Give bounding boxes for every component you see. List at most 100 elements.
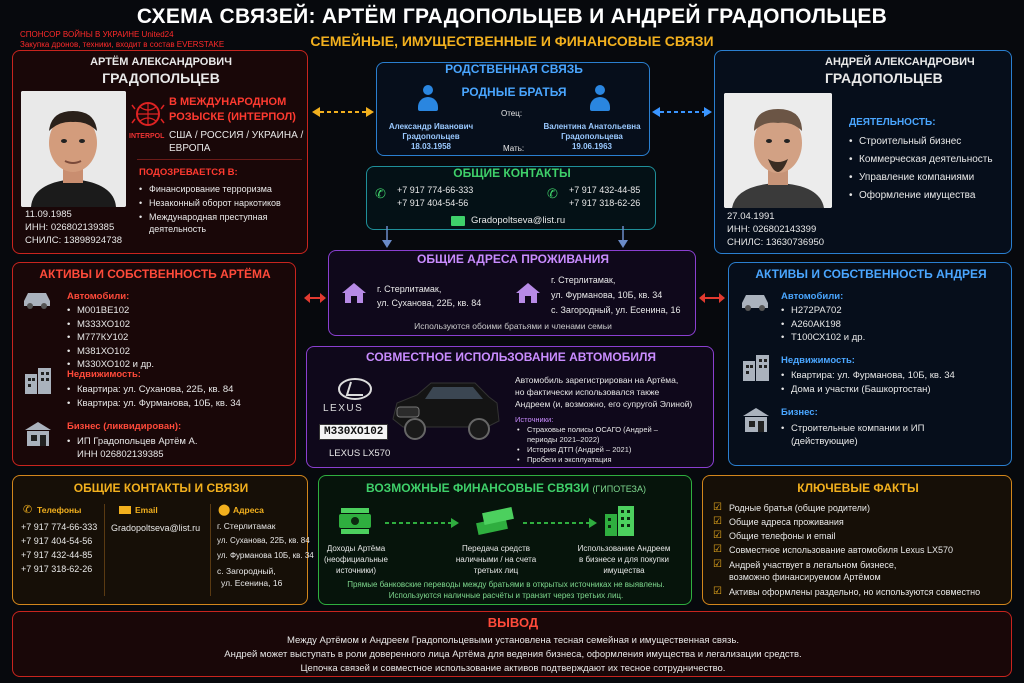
home-icon	[341, 282, 367, 309]
finance-step-2: третьих лиц	[473, 566, 519, 575]
artem-countries-2: ЕВРОПА	[169, 143, 211, 154]
finance-note: Прямые банковские переводы между братьям…	[347, 580, 665, 589]
shared-phone: +7 917 318-62-26	[21, 564, 93, 574]
artem-divider	[137, 159, 302, 160]
realty-item: Квартира: ул. Суханова, 22Б, кв. 84	[67, 383, 241, 397]
car-plate: М333ХО102	[67, 318, 154, 332]
car-plate: М001ВЕ102	[67, 304, 154, 318]
artem-snils: СНИЛС: 13898924738	[25, 235, 123, 246]
suspected-item-cont: деятельность	[149, 224, 207, 234]
shared-title: ОБЩИЕ КОНТАКТЫ И СВЯЗИ	[73, 481, 249, 495]
finance-step-3: имущества	[603, 566, 645, 575]
biz-item: Строительные компании и ИП	[781, 422, 924, 436]
contact-phone: +7 917 432-44-85	[569, 185, 641, 195]
car-desc: Автомобиль зарегистрирован на Артёма,	[515, 375, 679, 385]
sources-list: Страховые полисы ОСАГО (Андрей –	[517, 425, 658, 435]
biz-item: ИП Градопольцев Артём А.	[67, 435, 198, 449]
car-icon	[739, 291, 771, 316]
car-title: СОВМЕСТНОЕ ИСПОЛЬЗОВАНИЕ АВТОМОБИЛЯ	[365, 350, 657, 364]
contacts-title: ОБЩИЕ КОНТАКТЫ	[453, 166, 571, 180]
assets-andrey-cars-title: Автомобили:	[781, 291, 844, 302]
flow-arrow-1	[385, 518, 459, 528]
activity-item: Оформление имущества	[849, 187, 993, 205]
assets-artem-biz-list: ИП Градопольцев Артём А.	[67, 435, 198, 449]
lexus-car-image	[387, 373, 503, 445]
activity-item: Коммерческая деятельность	[849, 151, 993, 169]
arrow-down-right	[618, 226, 628, 248]
addresses-box: ОБЩИЕ АДРЕСА ПРОЖИВАНИЯ г. Стерлитамак, …	[328, 250, 696, 336]
kinship-title: РОДСТВЕННАЯ СВЯЗЬ	[445, 62, 583, 76]
contact-phone: +7 917 404-54-56	[397, 198, 469, 208]
assets-andrey-biz-title: Бизнес:	[781, 407, 818, 418]
biz-inn: ИНН 026802139385	[77, 449, 164, 460]
cash-icon	[475, 504, 515, 541]
arrow-kinship-andrey	[652, 107, 712, 117]
artem-dob: 11.09.1985	[25, 209, 72, 220]
arrow-addresses-assets-andrey	[699, 293, 725, 303]
mother-date: 19.06.1963	[571, 142, 613, 151]
car-plate: М777КУ102	[67, 331, 154, 345]
page-subtitle: СЕМЕЙНЫЕ, ИМУЩЕСТВЕННЫЕ И ФИНАНСОВЫЕ СВЯ…	[310, 33, 714, 49]
check-icon: ☑	[713, 586, 722, 597]
address-1-line: ул. Суханова, 22Б, кв. 84	[377, 298, 482, 308]
contacts-box: ОБЩИЕ КОНТАКТЫ ✆ ✆ +7 917 774-66-333 +7 …	[366, 166, 656, 230]
finance-note: Используются наличные расчёты и транзит …	[388, 591, 624, 600]
conclusion-title: ВЫВОД	[487, 615, 539, 630]
address-2-line: с. Загородный, ул. Есенина, 16	[551, 305, 681, 315]
assets-artem-biz-title: Бизнес (ликвидирован):	[67, 421, 182, 432]
suspected-item: Финансирование терроризма	[139, 182, 281, 196]
facts-title: КЛЮЧЕВЫЕ ФАКТЫ	[797, 481, 919, 495]
suspected-list: Финансирование терроризма Незаконный обо…	[139, 182, 281, 224]
shared-phone: +7 917 774-66-333	[21, 522, 98, 532]
phone-icon: ✆	[547, 186, 558, 201]
assets-andrey-realty-list: Квартира: ул. Фурманова, 10Б, кв. 34 Дом…	[781, 369, 955, 397]
conclusion-line: Цепочка связей и совместное использовани…	[300, 663, 726, 674]
money-icon	[337, 506, 373, 541]
assets-artem-cars-list: М001ВЕ102 М333ХО102 М777КУ102 М381ХО102 …	[67, 304, 154, 372]
finance-title-row: ВОЗМОЖНЫЕ ФИНАНСОВЫЕ СВЯЗИ (ГИПОТЕЗА)	[319, 481, 693, 495]
brothers-label: РОДНЫЕ БРАТЬЯ	[461, 85, 567, 99]
shared-addr: г. Стерлитамак	[217, 521, 276, 531]
sponsor-line-2: Закупка дронов, техники, входит в состав…	[20, 40, 225, 49]
artem-name-line1: АРТЁМ АЛЕКСАНДРОВИЧ	[90, 56, 232, 68]
email-title: Email	[135, 505, 158, 515]
conclusion-line: Между Артёмом и Андреем Градопольцевыми …	[287, 635, 739, 646]
artem-card: АРТЁМ АЛЕКСАНДРОВИЧ ГРАДОПОЛЬЦЕВ INTERPO…	[12, 50, 308, 254]
car-icon	[21, 289, 53, 314]
sources-list-2: История ДТП (Андрей – 2021) Пробеги и эк…	[517, 445, 631, 465]
arrow-artem-kinship	[312, 107, 374, 117]
car-brand: LEXUS	[323, 403, 364, 414]
divider	[104, 504, 105, 596]
car-desc: но фактически использовался также	[515, 387, 660, 397]
car-plate: Т100СХ102 и др.	[781, 331, 865, 345]
arrow-down-left	[382, 226, 392, 248]
shop-icon	[23, 421, 53, 452]
interpol-logo-icon	[131, 99, 165, 133]
fact-item: Родные братья (общие родители)	[729, 503, 870, 513]
shared-addr: ул. Фурманова 10Б, кв. 34	[217, 551, 314, 560]
assets-artem-realty-list: Квартира: ул. Суханова, 22Б, кв. 84 Квар…	[67, 383, 241, 411]
car-plate: М330ХО102	[319, 424, 389, 440]
source-item-cont: периоды 2021–2022)	[527, 435, 600, 444]
fact-item: Совместное использование автомобиля Lexu…	[729, 545, 954, 555]
sources-title: Источники:	[515, 415, 554, 424]
fact-item: Общие телефоны и email	[729, 531, 836, 541]
car-plate: М381ХО102	[67, 345, 154, 359]
shared-email: Gradopoltseva@list.ru	[111, 523, 201, 533]
artem-photo	[21, 91, 126, 207]
assets-artem-realty-title: Недвижимость:	[67, 369, 141, 380]
source-item: История ДТП (Андрей – 2021)	[517, 445, 631, 455]
car-desc: Андреем (и, возможно, его супругой Элино…	[515, 399, 693, 409]
check-icon: ☑	[713, 530, 722, 541]
source-item: Пробеги и эксплуатация	[517, 455, 631, 465]
car-plate: А260АК198	[781, 318, 865, 332]
phone-icon: ✆	[375, 186, 386, 201]
assets-andrey-biz-list: Строительные компании и ИП	[781, 422, 924, 436]
artem-wanted-1: В МЕЖДУНАРОДНОМ	[169, 96, 287, 108]
mother-name-2: Градопольцева	[561, 132, 623, 141]
finance-step-1: (неофициальные	[324, 555, 388, 564]
andrey-snils: СНИЛС: 13630736950	[727, 237, 825, 248]
check-icon: ☑	[713, 516, 722, 527]
car-plate: М330ХО102 и др.	[67, 358, 154, 372]
activity-list: Строительный бизнес Коммерческая деятель…	[849, 133, 993, 205]
